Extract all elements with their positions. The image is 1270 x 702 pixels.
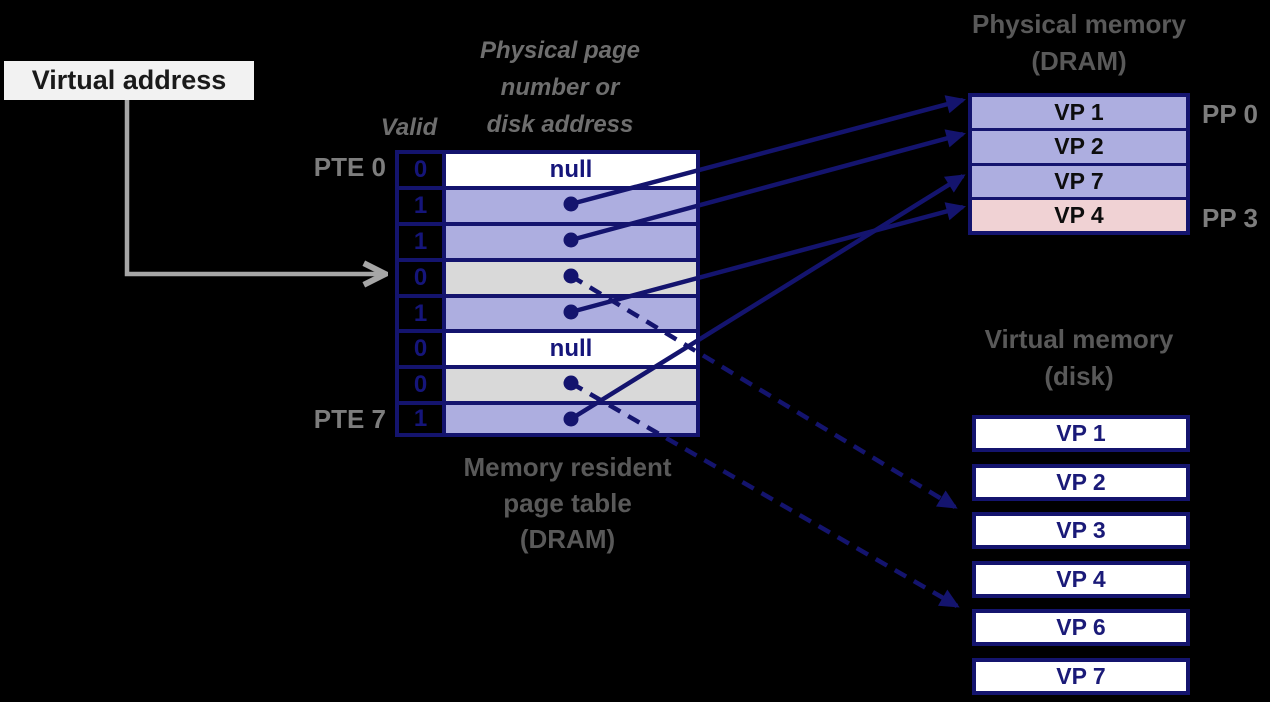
- physical-page-row: VP 1: [972, 97, 1186, 129]
- pte-content: [446, 369, 696, 401]
- pte-row-7: 1: [395, 401, 700, 437]
- disk-page-vp6: VP 6: [972, 609, 1190, 646]
- pte-content: null: [446, 333, 696, 365]
- physical-memory-box: VP 1 VP 2 VP 7 VP 4: [968, 93, 1190, 235]
- pp-0-label: PP 0: [1202, 99, 1258, 129]
- ppn-header-line: disk address: [486, 111, 634, 138]
- caption-line: Memory resident: [463, 452, 672, 482]
- disk-page-vp4: VP 4: [972, 561, 1190, 598]
- physical-page-row: VP 4: [972, 199, 1186, 231]
- valid-bit: 0: [399, 333, 446, 365]
- valid-bit: 0: [399, 262, 446, 294]
- ppn-header-line: Physical page: [479, 37, 641, 64]
- pte-content: [446, 190, 696, 222]
- caption-line: page table: [503, 488, 632, 518]
- pte-content: [446, 226, 696, 258]
- disk-page-vp7: VP 7: [972, 658, 1190, 695]
- title-line: (DRAM): [1031, 46, 1127, 76]
- pte-row-1: 1: [395, 186, 700, 226]
- disk-page-vp1: VP 1: [972, 415, 1190, 452]
- physical-page-row: VP 7: [972, 165, 1186, 197]
- pp-3-label: PP 3: [1202, 203, 1258, 233]
- pte-content: null: [446, 154, 696, 186]
- pte-content: [446, 298, 696, 329]
- pte-row-6: 0: [395, 365, 700, 405]
- pte-content: [446, 262, 696, 294]
- pte-0-label: PTE 0: [313, 152, 386, 182]
- valid-column-header: Valid: [380, 114, 438, 141]
- pte-row-5: 0 null: [395, 329, 700, 369]
- disk-page-vp3: VP 3: [972, 512, 1190, 549]
- page-table-caption: Memory resident page table (DRAM): [420, 449, 715, 557]
- pte-row-2: 1: [395, 222, 700, 262]
- pte-row-4: 1: [395, 294, 700, 333]
- title-line: Virtual memory: [984, 324, 1174, 354]
- valid-bit: 1: [399, 298, 446, 329]
- virtual-address-label: Virtual address: [31, 65, 227, 95]
- valid-bit: 1: [399, 226, 446, 258]
- pte-content: [446, 405, 696, 433]
- caption-line: (DRAM): [519, 524, 616, 554]
- virtual-address-box: Virtual address: [4, 61, 254, 100]
- pte-row-0: 0 null: [395, 150, 700, 190]
- valid-bit: 1: [399, 405, 446, 433]
- physical-memory-title: Physical memory (DRAM): [966, 6, 1192, 80]
- ppn-column-header: Physical page number or disk address: [420, 32, 700, 143]
- valid-bit: 0: [399, 154, 446, 186]
- valid-bit: 1: [399, 190, 446, 222]
- virtual-memory-title: Virtual memory (disk): [966, 321, 1192, 395]
- valid-bit: 0: [399, 369, 446, 401]
- title-line: (disk): [1044, 361, 1114, 391]
- pte-7-label: PTE 7: [313, 404, 386, 434]
- virtual-address-to-pte3-arrow: [124, 100, 380, 274]
- physical-page-row: VP 2: [972, 131, 1186, 163]
- pte-row-3: 0: [395, 258, 700, 298]
- disk-page-vp2: VP 2: [972, 464, 1190, 501]
- ppn-header-line: number or: [500, 74, 620, 101]
- title-line: Physical memory: [972, 9, 1186, 39]
